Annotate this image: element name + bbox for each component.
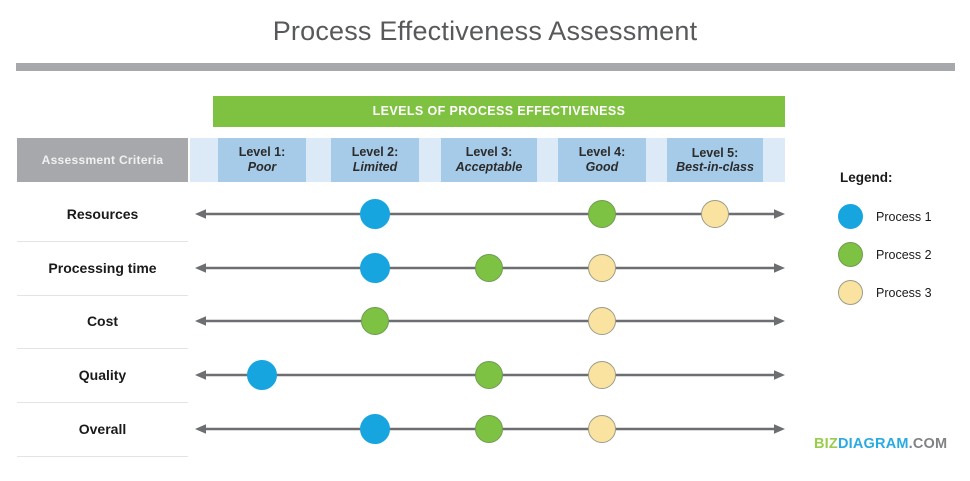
branding-diagram: DIAGRAM xyxy=(837,436,909,452)
level-number-3: Level 3: xyxy=(465,145,513,159)
marker-process-2-cost[interactable] xyxy=(361,307,389,335)
marker-process-1-overall[interactable] xyxy=(360,414,390,444)
marker-process-1-processing-time[interactable] xyxy=(360,253,390,283)
row-separator xyxy=(17,295,188,296)
legend-label: Process 3 xyxy=(876,285,932,300)
level-number-1: Level 1: xyxy=(238,145,286,159)
legend-swatch-icon xyxy=(838,242,863,267)
marker-process-3-overall[interactable] xyxy=(588,415,616,443)
legend-item-process-2[interactable]: Process 2 xyxy=(838,242,932,267)
row-label-processing-time: Processing time xyxy=(48,260,157,276)
assessment-criteria-label: Assessment Criteria xyxy=(41,153,164,167)
level-header-5: Level 5: Best-in-class xyxy=(667,138,763,182)
level-number-5: Level 5: xyxy=(691,146,739,160)
marker-process-1-resources[interactable] xyxy=(360,199,390,229)
page-title: Process Effectiveness Assessment xyxy=(272,16,698,46)
row-separator xyxy=(17,348,188,349)
level-number-2: Level 2: xyxy=(351,145,399,159)
level-header-1: Level 1: Poor xyxy=(218,138,306,182)
legend-label: Process 2 xyxy=(876,247,932,262)
marker-process-2-quality[interactable] xyxy=(475,361,503,389)
level-header-4: Level 4: Good xyxy=(558,138,646,182)
levels-banner-label: LEVELS OF PROCESS EFFECTIVENESS xyxy=(372,104,626,118)
marker-process-3-quality[interactable] xyxy=(588,361,616,389)
levels-banner: LEVELS OF PROCESS EFFECTIVENESS xyxy=(213,96,785,127)
row-separator xyxy=(17,402,188,403)
row-separator xyxy=(17,241,188,242)
level-name-1: Poor xyxy=(247,160,277,174)
level-name-2: Limited xyxy=(352,160,398,174)
branding-biz: BIZ xyxy=(814,436,838,452)
title-divider xyxy=(16,63,955,71)
row-label-cost: Cost xyxy=(86,313,119,329)
branding-logo: BIZDIAGRAM.COM xyxy=(814,436,947,452)
axis-line-1 xyxy=(195,207,785,221)
level-name-3: Acceptable xyxy=(455,160,523,174)
marker-process-2-processing-time[interactable] xyxy=(475,254,503,282)
assessment-criteria-header: Assessment Criteria xyxy=(17,138,188,182)
marker-process-1-quality[interactable] xyxy=(247,360,277,390)
axis-line-3 xyxy=(195,314,785,328)
legend-swatch-icon xyxy=(838,280,863,305)
legend-label: Process 1 xyxy=(876,209,932,224)
legend-item-process-3[interactable]: Process 3 xyxy=(838,280,932,305)
level-name-5: Best-in-class xyxy=(676,160,754,174)
marker-process-3-resources[interactable] xyxy=(701,200,729,228)
row-label-resources: Resources xyxy=(66,206,139,222)
level-header-2: Level 2: Limited xyxy=(331,138,419,182)
level-number-4: Level 4: xyxy=(578,145,626,159)
marker-process-3-cost[interactable] xyxy=(588,307,616,335)
legend-swatch-icon xyxy=(838,204,863,229)
row-label-quality: Quality xyxy=(78,367,127,383)
marker-process-2-overall[interactable] xyxy=(475,415,503,443)
branding-com: .COM xyxy=(908,436,948,452)
row-label-overall: Overall xyxy=(78,421,127,437)
marker-process-2-resources[interactable] xyxy=(588,200,616,228)
legend-item-process-1[interactable]: Process 1 xyxy=(838,204,932,229)
row-separator xyxy=(17,456,188,457)
level-name-4: Good xyxy=(585,160,619,174)
marker-process-3-processing-time[interactable] xyxy=(588,254,616,282)
level-header-3: Level 3: Acceptable xyxy=(441,138,537,182)
legend-title: Legend: xyxy=(840,170,893,185)
